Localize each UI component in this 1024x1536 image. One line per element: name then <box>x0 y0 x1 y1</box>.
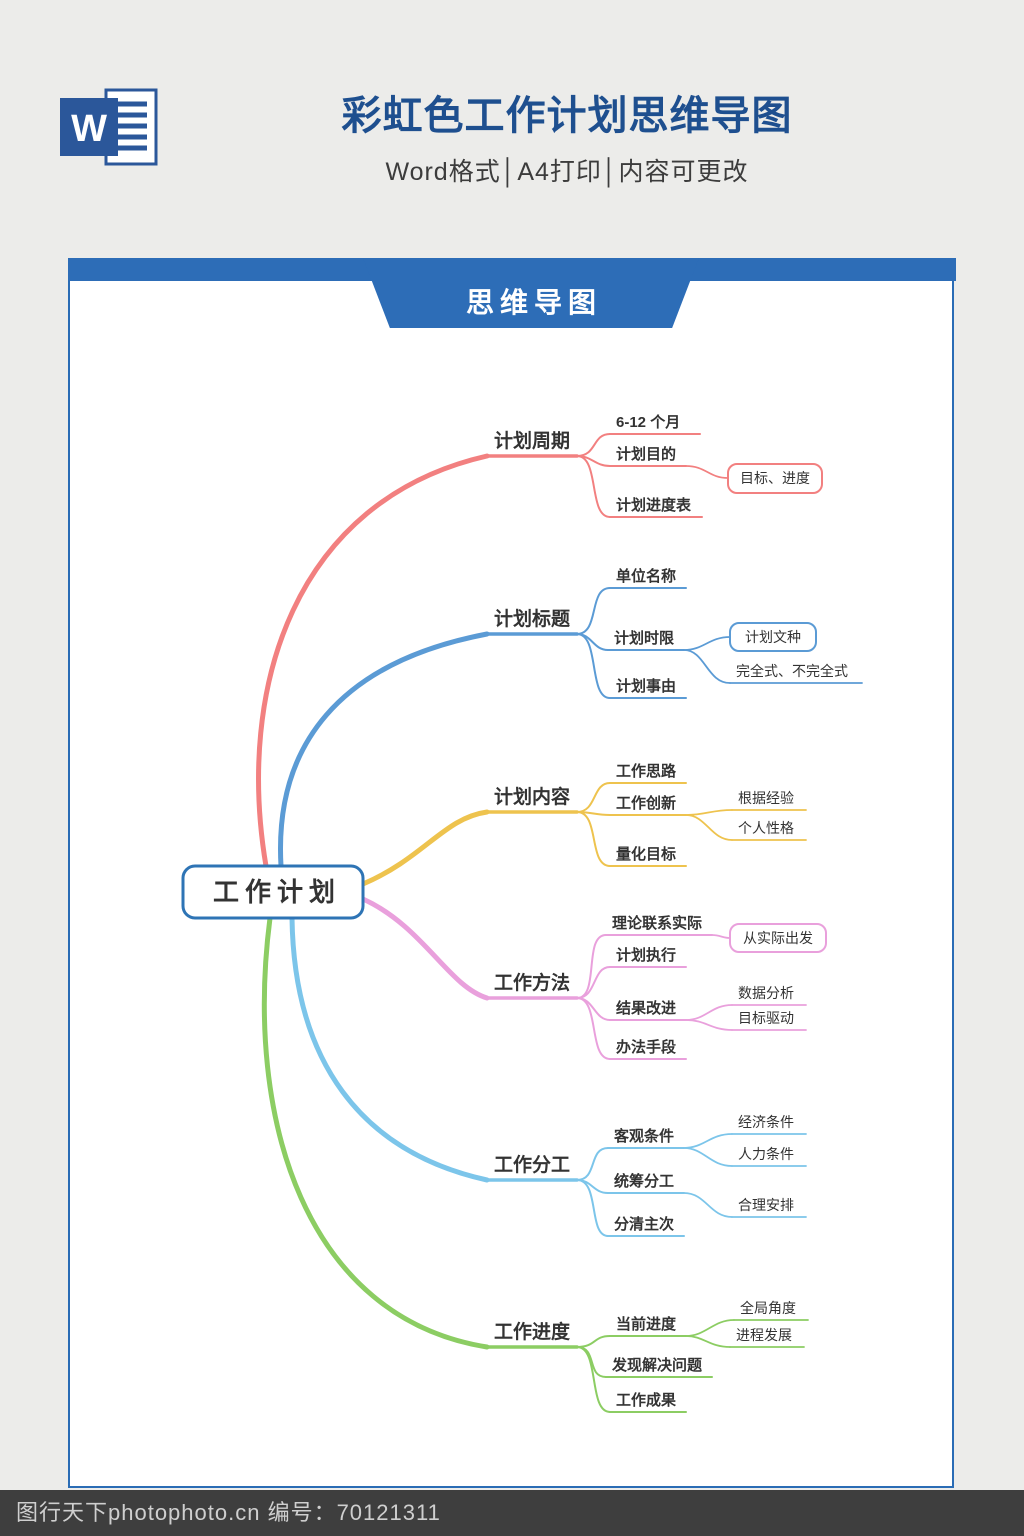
grandchild-node-label: 合理安排 <box>738 1197 794 1213</box>
connector-line <box>576 997 611 1021</box>
watermark-text: 图行天下photophoto.cn 编号：70121311 <box>16 1500 441 1525</box>
branch-curve <box>261 915 490 1350</box>
connector-line <box>576 455 611 518</box>
child-node-label: 量化目标 <box>616 845 676 863</box>
child-node-label: 客观条件 <box>613 1127 674 1145</box>
header-text: 彩虹色工作计划思维导图 Word格式│A4打印│内容可更改 <box>110 92 1024 188</box>
grandchild-node-label: 目标、进度 <box>740 470 810 486</box>
connector-line <box>685 809 733 816</box>
child-node-label: 计划进度表 <box>616 496 692 514</box>
branch-node-label: 计划周期 <box>494 429 570 452</box>
word-logo-letter: W <box>71 108 107 150</box>
branch-node-label: 计划内容 <box>494 785 570 808</box>
connector-line <box>576 1147 609 1181</box>
child-node-label: 6-12 个月 <box>616 413 680 431</box>
child-node-label: 分清主次 <box>614 1215 674 1233</box>
connector-line <box>576 633 611 699</box>
branch-curve <box>360 896 490 1001</box>
node-box <box>727 463 823 494</box>
connector-line <box>685 1019 733 1031</box>
connector-line <box>685 814 733 841</box>
child-node-label: 工作创新 <box>616 794 676 812</box>
mindmap-labels: 工作计划 计划周期 6-12 个月 计划目的 目标、进度 计划进度表 计划标题 … <box>213 413 848 1409</box>
header: W 彩虹色工作计划思维导图 Word格式│A4打印│内容可更改 <box>0 0 1024 240</box>
child-node-label: 计划目的 <box>616 445 676 463</box>
connector-line <box>683 636 731 651</box>
document-text-lines <box>115 101 147 151</box>
grandchild-node-label: 进程发展 <box>736 1327 792 1343</box>
connector-line <box>683 649 731 684</box>
connector-line <box>576 1346 611 1413</box>
connector-line <box>576 811 611 867</box>
node-box <box>729 622 817 652</box>
grandchild-node-label: 完全式、不完全式 <box>736 663 848 679</box>
branch-node-label: 计划标题 <box>494 607 570 630</box>
grandchild-node-label: 数据分析 <box>738 985 794 1001</box>
page-subtitle: Word格式│A4打印│内容可更改 <box>385 158 749 186</box>
connector-line <box>576 1346 607 1378</box>
child-node-label: 工作思路 <box>616 762 677 780</box>
grandchild-node-label: 目标驱动 <box>738 1010 794 1026</box>
child-node-label: 结果改进 <box>616 999 676 1017</box>
grandchild-node-label: 人力条件 <box>738 1146 794 1162</box>
root-node-box <box>181 864 365 920</box>
connector-line <box>711 934 731 939</box>
connector-line <box>685 1319 735 1337</box>
word-logo-icon: W <box>58 84 162 172</box>
branch-lines-plan-cycle <box>256 433 823 869</box>
banner-ribbon: 思维导图 <box>363 258 699 328</box>
branch-curve <box>256 453 490 869</box>
child-node-label: 计划执行 <box>616 946 676 964</box>
child-node-label: 理论联系实际 <box>612 914 702 932</box>
branch-lines-work-method <box>360 896 827 1060</box>
branch-node-label: 工作方法 <box>494 971 570 994</box>
banner-label: 思维导图 <box>465 287 602 318</box>
child-node-label: 办法手段 <box>616 1038 676 1056</box>
branch-curve <box>289 915 490 1183</box>
grandchild-node-label: 经济条件 <box>738 1114 794 1130</box>
grandchild-node-label: 计划文种 <box>745 629 801 645</box>
connector-line <box>683 1192 733 1218</box>
branch-lines-work-division <box>289 915 807 1237</box>
branch-lines-plan-content <box>360 782 807 887</box>
connector-line <box>576 433 611 457</box>
branch-lines-work-progress <box>261 915 809 1413</box>
connector-line <box>576 782 611 813</box>
connector-line <box>576 1179 609 1237</box>
connector-line <box>576 1335 611 1348</box>
word-logo-square <box>60 98 118 156</box>
child-node-label: 当前进度 <box>616 1315 677 1333</box>
branch-curve <box>277 631 490 869</box>
connector-line <box>685 1004 733 1021</box>
connector-line <box>576 587 611 635</box>
branch-node-label: 工作分工 <box>494 1153 570 1176</box>
child-node-label: 单位名称 <box>616 567 676 585</box>
word-logo-svg: W <box>60 88 158 166</box>
child-node-label: 工作成果 <box>616 1391 677 1409</box>
grandchild-node-label: 个人性格 <box>738 820 794 836</box>
child-node-label: 计划时限 <box>614 629 674 647</box>
root-node-label: 工作计划 <box>213 877 341 907</box>
node-box <box>729 923 827 953</box>
branch-lines-plan-title <box>277 587 863 869</box>
grandchild-node-label: 全局角度 <box>740 1300 796 1316</box>
connector-line <box>683 1133 733 1149</box>
grandchild-node-label: 从实际出发 <box>743 930 813 946</box>
connector-line <box>576 997 611 1060</box>
connector-line <box>683 1147 733 1167</box>
child-node-label: 计划事由 <box>616 677 676 695</box>
grandchild-node-label: 根据经验 <box>738 790 794 806</box>
branch-node-label: 工作进度 <box>494 1320 571 1343</box>
child-node-label: 统筹分工 <box>614 1172 674 1190</box>
page-title: 彩虹色工作计划思维导图 <box>341 94 793 138</box>
connector-line <box>685 1335 731 1348</box>
child-node-label: 发现解决问题 <box>611 1356 703 1374</box>
watermark-bar: 图行天下photophoto.cn 编号：70121311 <box>0 1490 1024 1536</box>
connector-line <box>576 966 611 999</box>
connector-line <box>576 633 609 651</box>
branch-curve <box>360 809 490 887</box>
connector-line <box>685 465 729 479</box>
